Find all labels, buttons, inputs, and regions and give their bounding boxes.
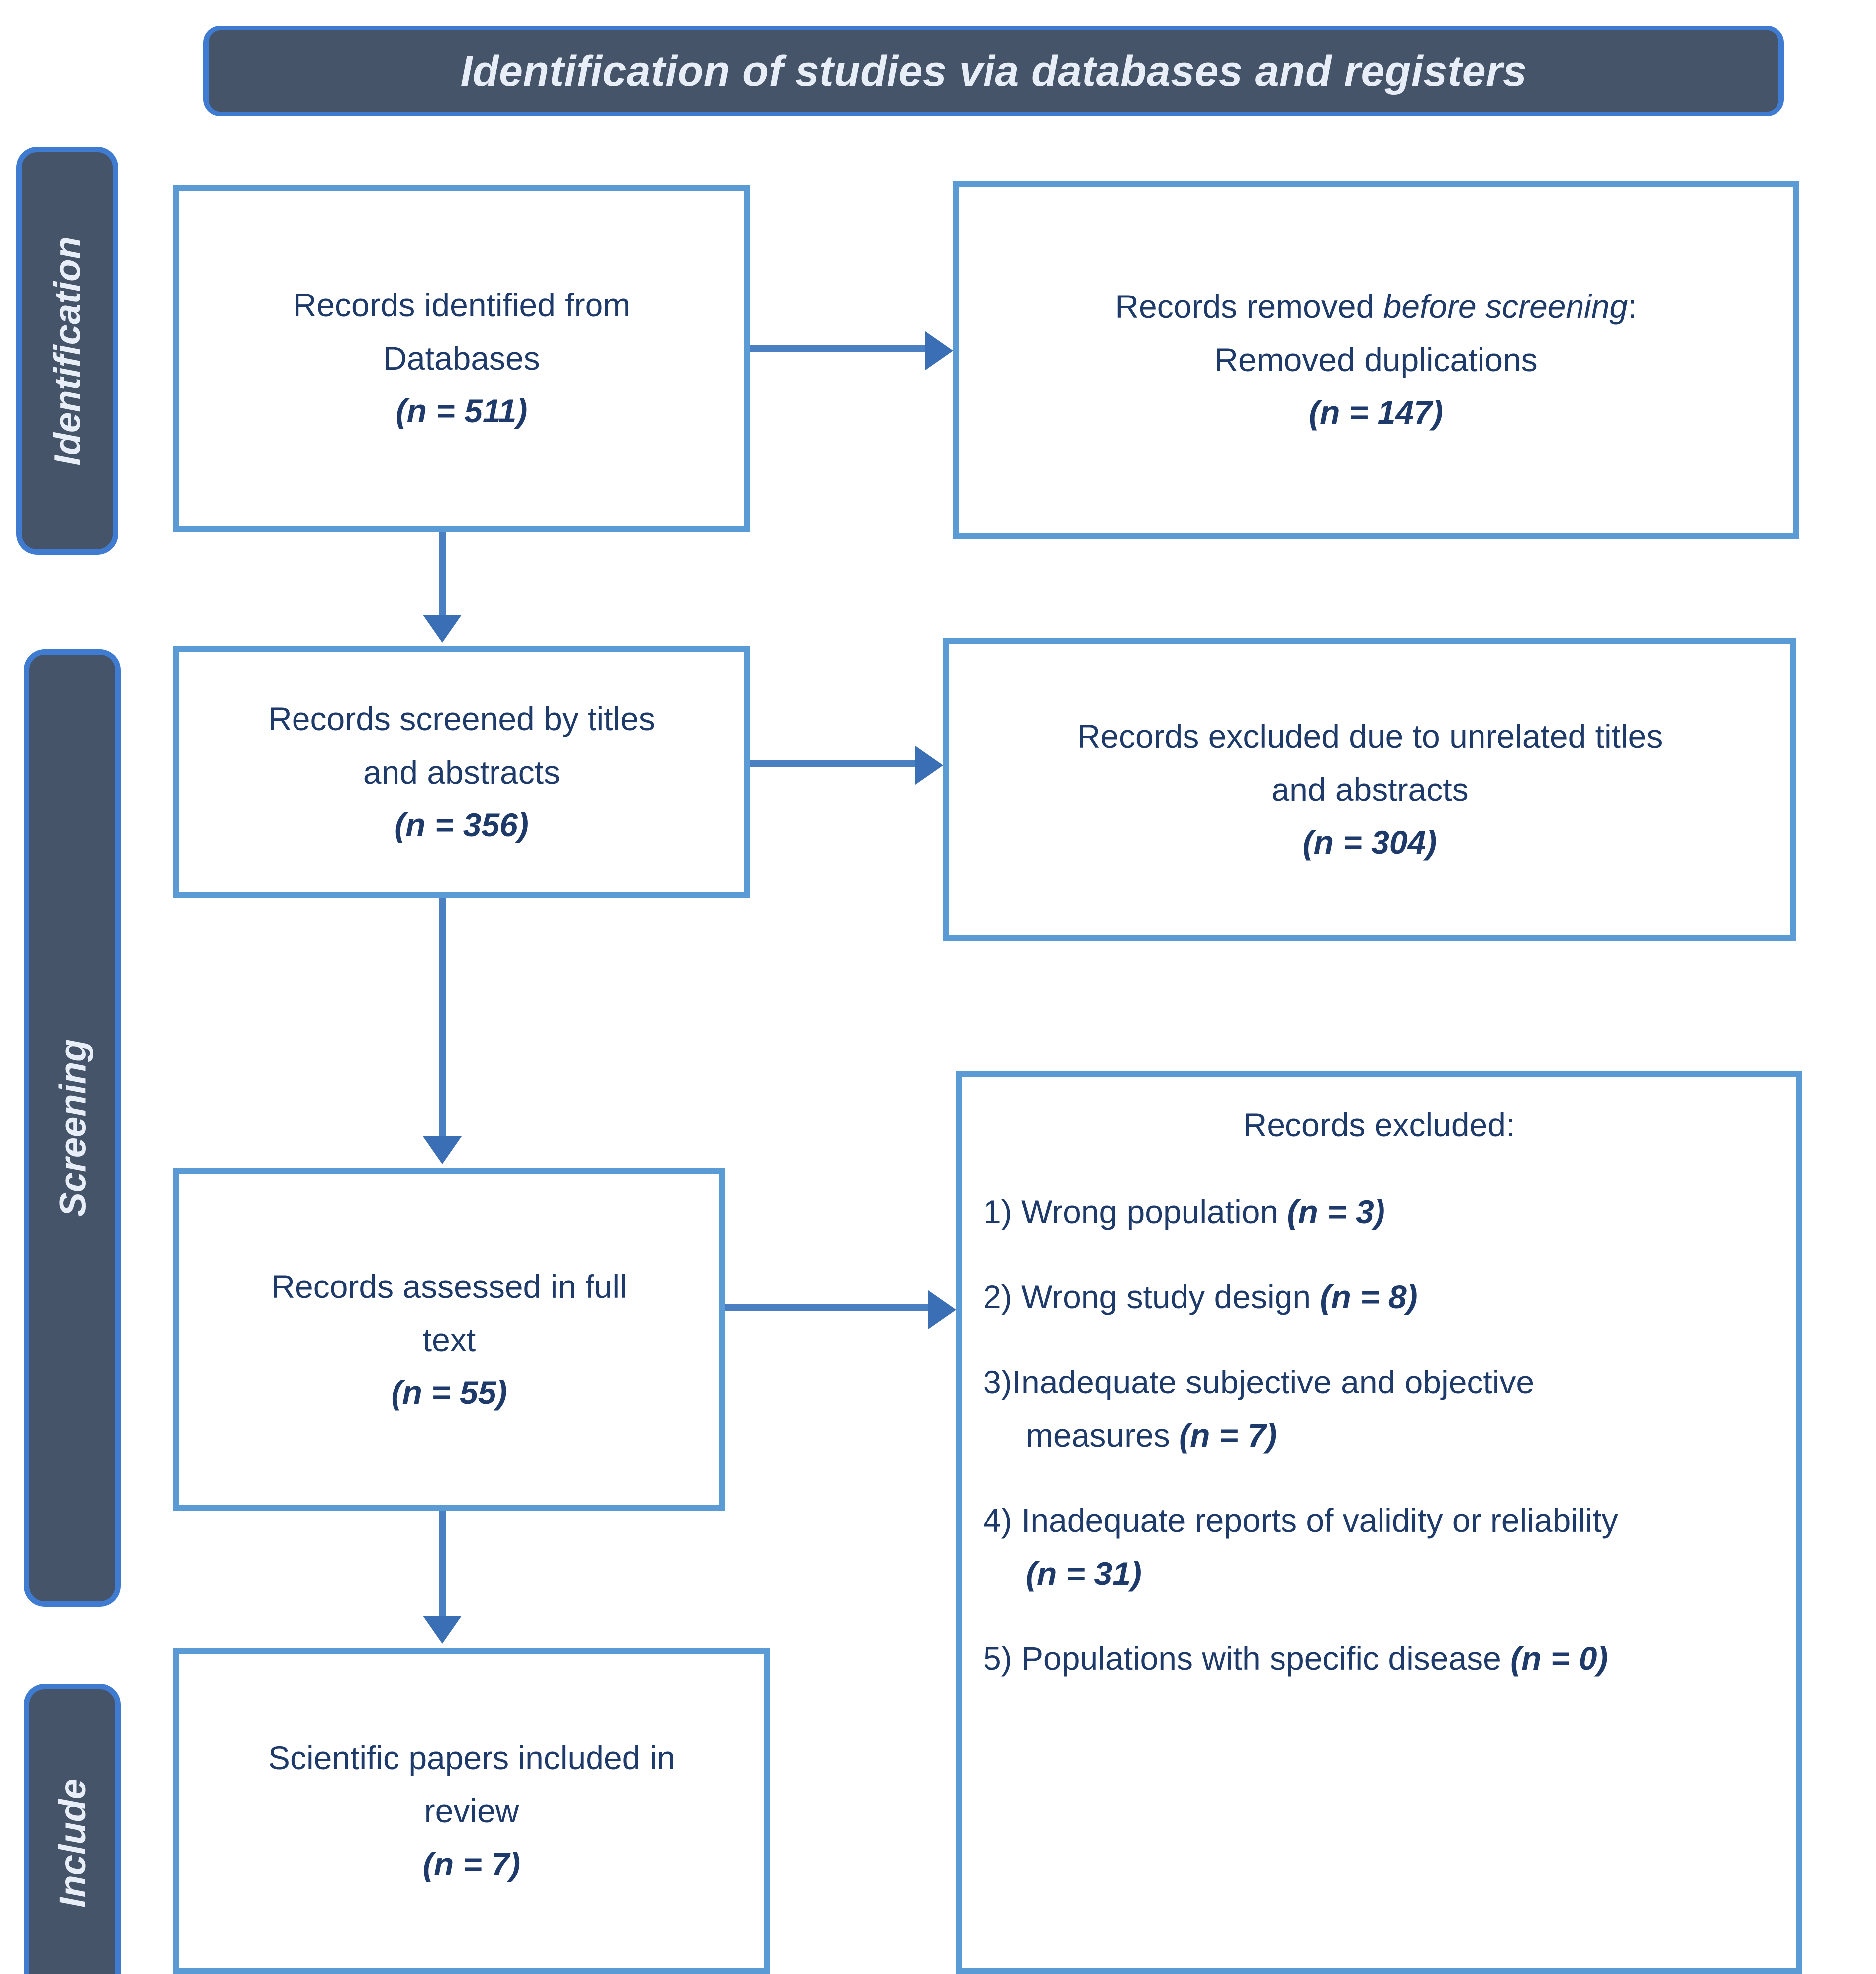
records-excluded-item-1-count: (n = 3): [1287, 1193, 1385, 1230]
records-excluded-item-3-cont: measures (n = 7): [983, 1409, 1775, 1462]
box-records-removed-line1: Records removed before screening:: [959, 280, 1793, 333]
connector-identified-to-removed-arrowhead-icon: [925, 331, 953, 370]
box-records-excluded-titles-abstracts-count: (n = 304): [1302, 824, 1437, 861]
box-records-identified: Records identified from Databases (n = 5…: [173, 185, 750, 532]
box-records-removed-line1-italic: before screening: [1383, 288, 1628, 325]
diagram-header-banner: Identification of studies via databases …: [203, 26, 1784, 116]
box-papers-included: Scientific papers included in review (n …: [173, 1648, 770, 1974]
records-excluded-item-5-count: (n = 0): [1510, 1640, 1608, 1677]
box-records-excluded-titles-abstracts-line2: and abstracts: [1271, 771, 1469, 808]
records-excluded-item-1: 1) Wrong population (n = 3): [983, 1185, 1775, 1239]
box-papers-included-line1: Scientific papers included in: [268, 1739, 676, 1777]
box-records-removed-line1-prefix: Records removed: [1115, 288, 1383, 325]
box-records-screened-line1: Records screened by titles: [268, 700, 655, 737]
box-records-screened: Records screened by titles and abstracts…: [173, 646, 750, 898]
box-records-identified-line2: Databases: [383, 339, 540, 377]
records-excluded-item-4-text: 4) Inadequate reports of validity or rel…: [983, 1501, 1618, 1539]
records-excluded-item-4-count: (n = 31): [1026, 1555, 1142, 1592]
connector-fulltext-to-excluded-reasons-arrowhead-icon: [928, 1290, 956, 1329]
box-records-assessed-fulltext-line2: text: [422, 1321, 476, 1358]
records-excluded-item-5-text: 5) Populations with specific disease: [983, 1640, 1511, 1677]
box-records-removed-line1-suffix: :: [1628, 288, 1637, 325]
diagram-title: Identification of studies via databases …: [460, 47, 1527, 95]
records-excluded-item-2-text: 2) Wrong study design: [983, 1278, 1320, 1315]
connector-fulltext-to-included-line: [439, 1511, 446, 1618]
box-records-assessed-fulltext-line1: Records assessed in full: [271, 1268, 627, 1305]
records-excluded-item-5: 5) Populations with specific disease (n …: [983, 1632, 1775, 1685]
box-records-excluded-titles-abstracts: Records excluded due to unrelated titles…: [943, 638, 1796, 941]
stage-label-screening: Screening: [24, 649, 121, 1607]
box-records-excluded-reasons: Records excluded: 1) Wrong population (n…: [956, 1071, 1802, 1974]
box-records-assessed-fulltext-count: (n = 55): [391, 1374, 507, 1411]
connector-fulltext-to-included-arrowhead-icon: [423, 1616, 462, 1644]
stage-label-screening-text: Screening: [52, 1039, 94, 1217]
connector-screened-to-excluded-line: [750, 760, 917, 767]
records-excluded-item-4: 4) Inadequate reports of validity or rel…: [983, 1494, 1775, 1600]
box-records-removed-line2: Removed duplications: [1214, 341, 1538, 378]
records-excluded-item-3-count: (n = 7): [1179, 1416, 1277, 1454]
box-papers-included-line2: review: [424, 1792, 519, 1830]
stage-label-identification: Identification: [16, 147, 118, 555]
box-records-identified-count: (n = 511): [395, 393, 528, 430]
connector-screened-to-fulltext-line: [439, 898, 446, 1139]
box-records-removed: Records removed before screening: Remove…: [953, 181, 1799, 539]
box-records-identified-line1: Records identified from: [293, 286, 631, 323]
connector-identified-to-screened-line: [439, 532, 446, 617]
records-excluded-item-2-count: (n = 8): [1320, 1278, 1418, 1315]
stage-label-include: Include: [24, 1684, 121, 1974]
box-papers-included-count: (n = 7): [422, 1845, 521, 1882]
records-excluded-item-1-text: 1) Wrong population: [983, 1193, 1287, 1230]
records-excluded-item-3-text: 3)Inadequate subjective and objective: [983, 1363, 1535, 1400]
connector-fulltext-to-excluded-reasons-line: [725, 1304, 930, 1311]
records-excluded-heading: Records excluded:: [1243, 1106, 1515, 1143]
box-records-excluded-titles-abstracts-line1: Records excluded due to unrelated titles: [1077, 717, 1663, 755]
records-excluded-item-3: 3)Inadequate subjective and objective mea…: [983, 1356, 1775, 1462]
records-excluded-item-2: 2) Wrong study design (n = 8): [983, 1271, 1775, 1324]
connector-identified-to-removed-line: [750, 345, 927, 352]
connector-screened-to-fulltext-arrowhead-icon: [423, 1136, 462, 1164]
box-records-screened-count: (n = 356): [395, 806, 529, 844]
stage-label-identification-text: Identification: [47, 236, 89, 466]
stage-label-include-text: Include: [52, 1778, 94, 1908]
box-records-assessed-fulltext: Records assessed in full text (n = 55): [173, 1168, 725, 1511]
box-records-removed-count: (n = 147): [1309, 394, 1443, 431]
records-excluded-item-3-cont-text: measures: [1026, 1416, 1180, 1454]
box-records-screened-line2: and abstracts: [363, 753, 561, 790]
connector-screened-to-excluded-arrowhead-icon: [915, 746, 943, 785]
connector-identified-to-screened-arrowhead-icon: [423, 615, 462, 643]
